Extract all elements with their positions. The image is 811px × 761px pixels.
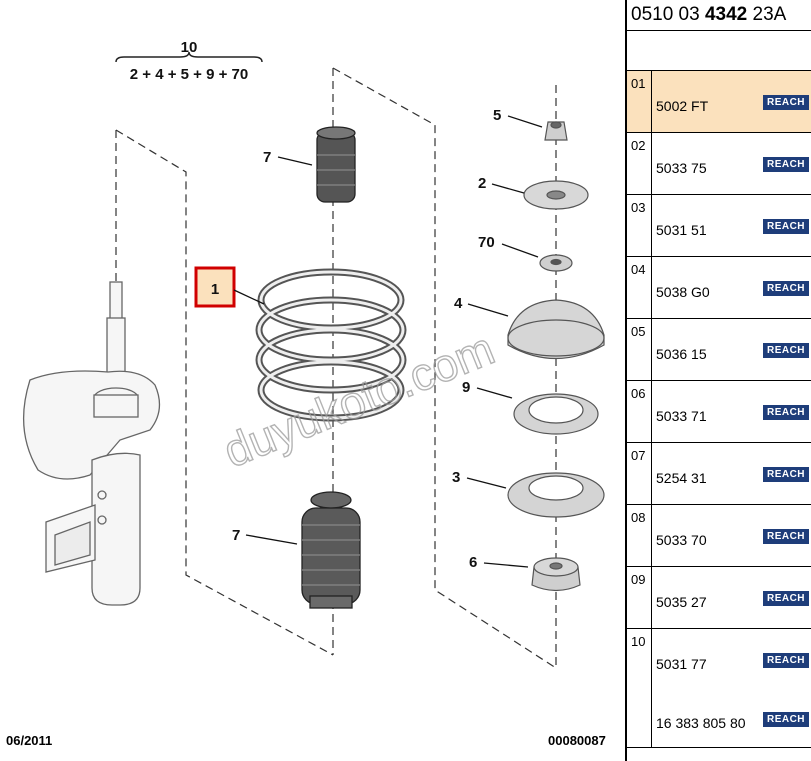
- part-number[interactable]: 5033 71: [656, 408, 707, 424]
- reach-badge: REACH: [763, 281, 809, 296]
- lower-cup-part-6: [531, 557, 581, 592]
- part-row-09[interactable]: 09 5035 27 REACH: [627, 567, 811, 629]
- row-index: 06: [627, 381, 652, 442]
- spring-seat-part-3: [507, 472, 605, 518]
- part-number[interactable]: 5033 70: [656, 532, 707, 548]
- date-label: 06/2011: [6, 733, 53, 748]
- row-index: 01: [627, 71, 652, 132]
- reach-badge: REACH: [763, 219, 809, 234]
- reach-badge: REACH: [763, 591, 809, 606]
- exploded-parts-diagram: 10 2 + 4 + 5 + 9 + 70: [22, 39, 605, 669]
- part-row-07[interactable]: 07 5254 31 REACH: [627, 443, 811, 505]
- header-bold-code: 4342: [704, 4, 748, 25]
- callout-6[interactable]: 6: [469, 554, 477, 571]
- callout-9[interactable]: 9: [462, 379, 470, 396]
- row-index: 07: [627, 443, 652, 504]
- row-index: 02: [627, 133, 652, 194]
- callout-5[interactable]: 5: [493, 107, 501, 124]
- reach-badge: REACH: [763, 405, 809, 420]
- kit-formula-label: 2 + 4 + 5 + 9 + 70: [130, 66, 248, 83]
- callout-4[interactable]: 4: [454, 295, 463, 312]
- part-row-05[interactable]: 05 5036 15 REACH: [627, 319, 811, 381]
- kit-number-label: 10: [181, 39, 198, 56]
- dust-boot-part-7: [301, 491, 361, 609]
- reach-badge: REACH: [763, 467, 809, 482]
- part-number[interactable]: 5038 G0: [656, 284, 710, 300]
- highlight-box-callout-1: [194, 266, 236, 308]
- part-row-06[interactable]: 06 5033 71 REACH: [627, 381, 811, 443]
- diagram-reference-number: 00080087: [548, 733, 606, 748]
- callout-1[interactable]: 1: [211, 281, 219, 298]
- reach-badge: REACH: [763, 343, 809, 358]
- header-prefix: 0510 03: [631, 4, 700, 25]
- callout-7[interactable]: 7: [232, 527, 240, 544]
- callout-70[interactable]: 70: [478, 234, 495, 251]
- row-index: 05: [627, 319, 652, 380]
- callout-3[interactable]: 3: [452, 469, 460, 486]
- parts-list-panel: 0510 03 4342 23A 01 5002 FT REACH 02 503…: [625, 0, 811, 761]
- row-index: 04: [627, 257, 652, 318]
- bump-stop-part-8: [316, 126, 356, 203]
- part-number[interactable]: 5031 51: [656, 222, 707, 238]
- strut-assembly: [22, 281, 161, 606]
- washer-part-70: [539, 254, 573, 272]
- cup-washer-part-2: [523, 180, 589, 210]
- part-number-secondary[interactable]: 16 383 805 80: [656, 715, 746, 731]
- top-mount-part-4: [507, 299, 605, 359]
- part-row-08[interactable]: 08 5033 70 REACH: [627, 505, 811, 567]
- part-number[interactable]: 5254 31: [656, 470, 707, 486]
- part-number[interactable]: 5033 75: [656, 160, 707, 176]
- panel-blank-row: [627, 31, 811, 71]
- part-row-02[interactable]: 02 5033 75 REACH: [627, 133, 811, 195]
- callout-2[interactable]: 2: [478, 175, 486, 192]
- part-number[interactable]: 5036 15: [656, 346, 707, 362]
- row-index: 09: [627, 567, 652, 628]
- row-index: 03: [627, 195, 652, 256]
- part-number[interactable]: 5031 77: [656, 656, 707, 672]
- watermark-text: duyukoto.com: [216, 322, 501, 477]
- row-index: 08: [627, 505, 652, 566]
- reach-badge-secondary: REACH: [763, 712, 809, 727]
- part-row-04[interactable]: 04 5038 G0 REACH: [627, 257, 811, 319]
- panel-header: 0510 03 4342 23A: [627, 0, 811, 31]
- header-suffix: 23A: [752, 4, 787, 25]
- part-row-10[interactable]: 10 5031 77 REACH 16 383 805 80 REACH: [627, 629, 811, 748]
- part-row-03[interactable]: 03 5031 51 REACH: [627, 195, 811, 257]
- reach-badge: REACH: [763, 95, 809, 110]
- kit-brace: [115, 51, 263, 63]
- row-index: 10: [627, 629, 652, 747]
- reach-badge: REACH: [763, 653, 809, 668]
- nut-part-5: [544, 121, 568, 141]
- reach-badge: REACH: [763, 529, 809, 544]
- part-row-01[interactable]: 01 5002 FT REACH: [627, 71, 811, 133]
- callout-8[interactable]: 7: [263, 149, 271, 166]
- bearing-part-9: [513, 393, 599, 435]
- part-number[interactable]: 5002 FT: [656, 98, 709, 114]
- part-number[interactable]: 5035 27: [656, 594, 707, 610]
- reach-badge: REACH: [763, 157, 809, 172]
